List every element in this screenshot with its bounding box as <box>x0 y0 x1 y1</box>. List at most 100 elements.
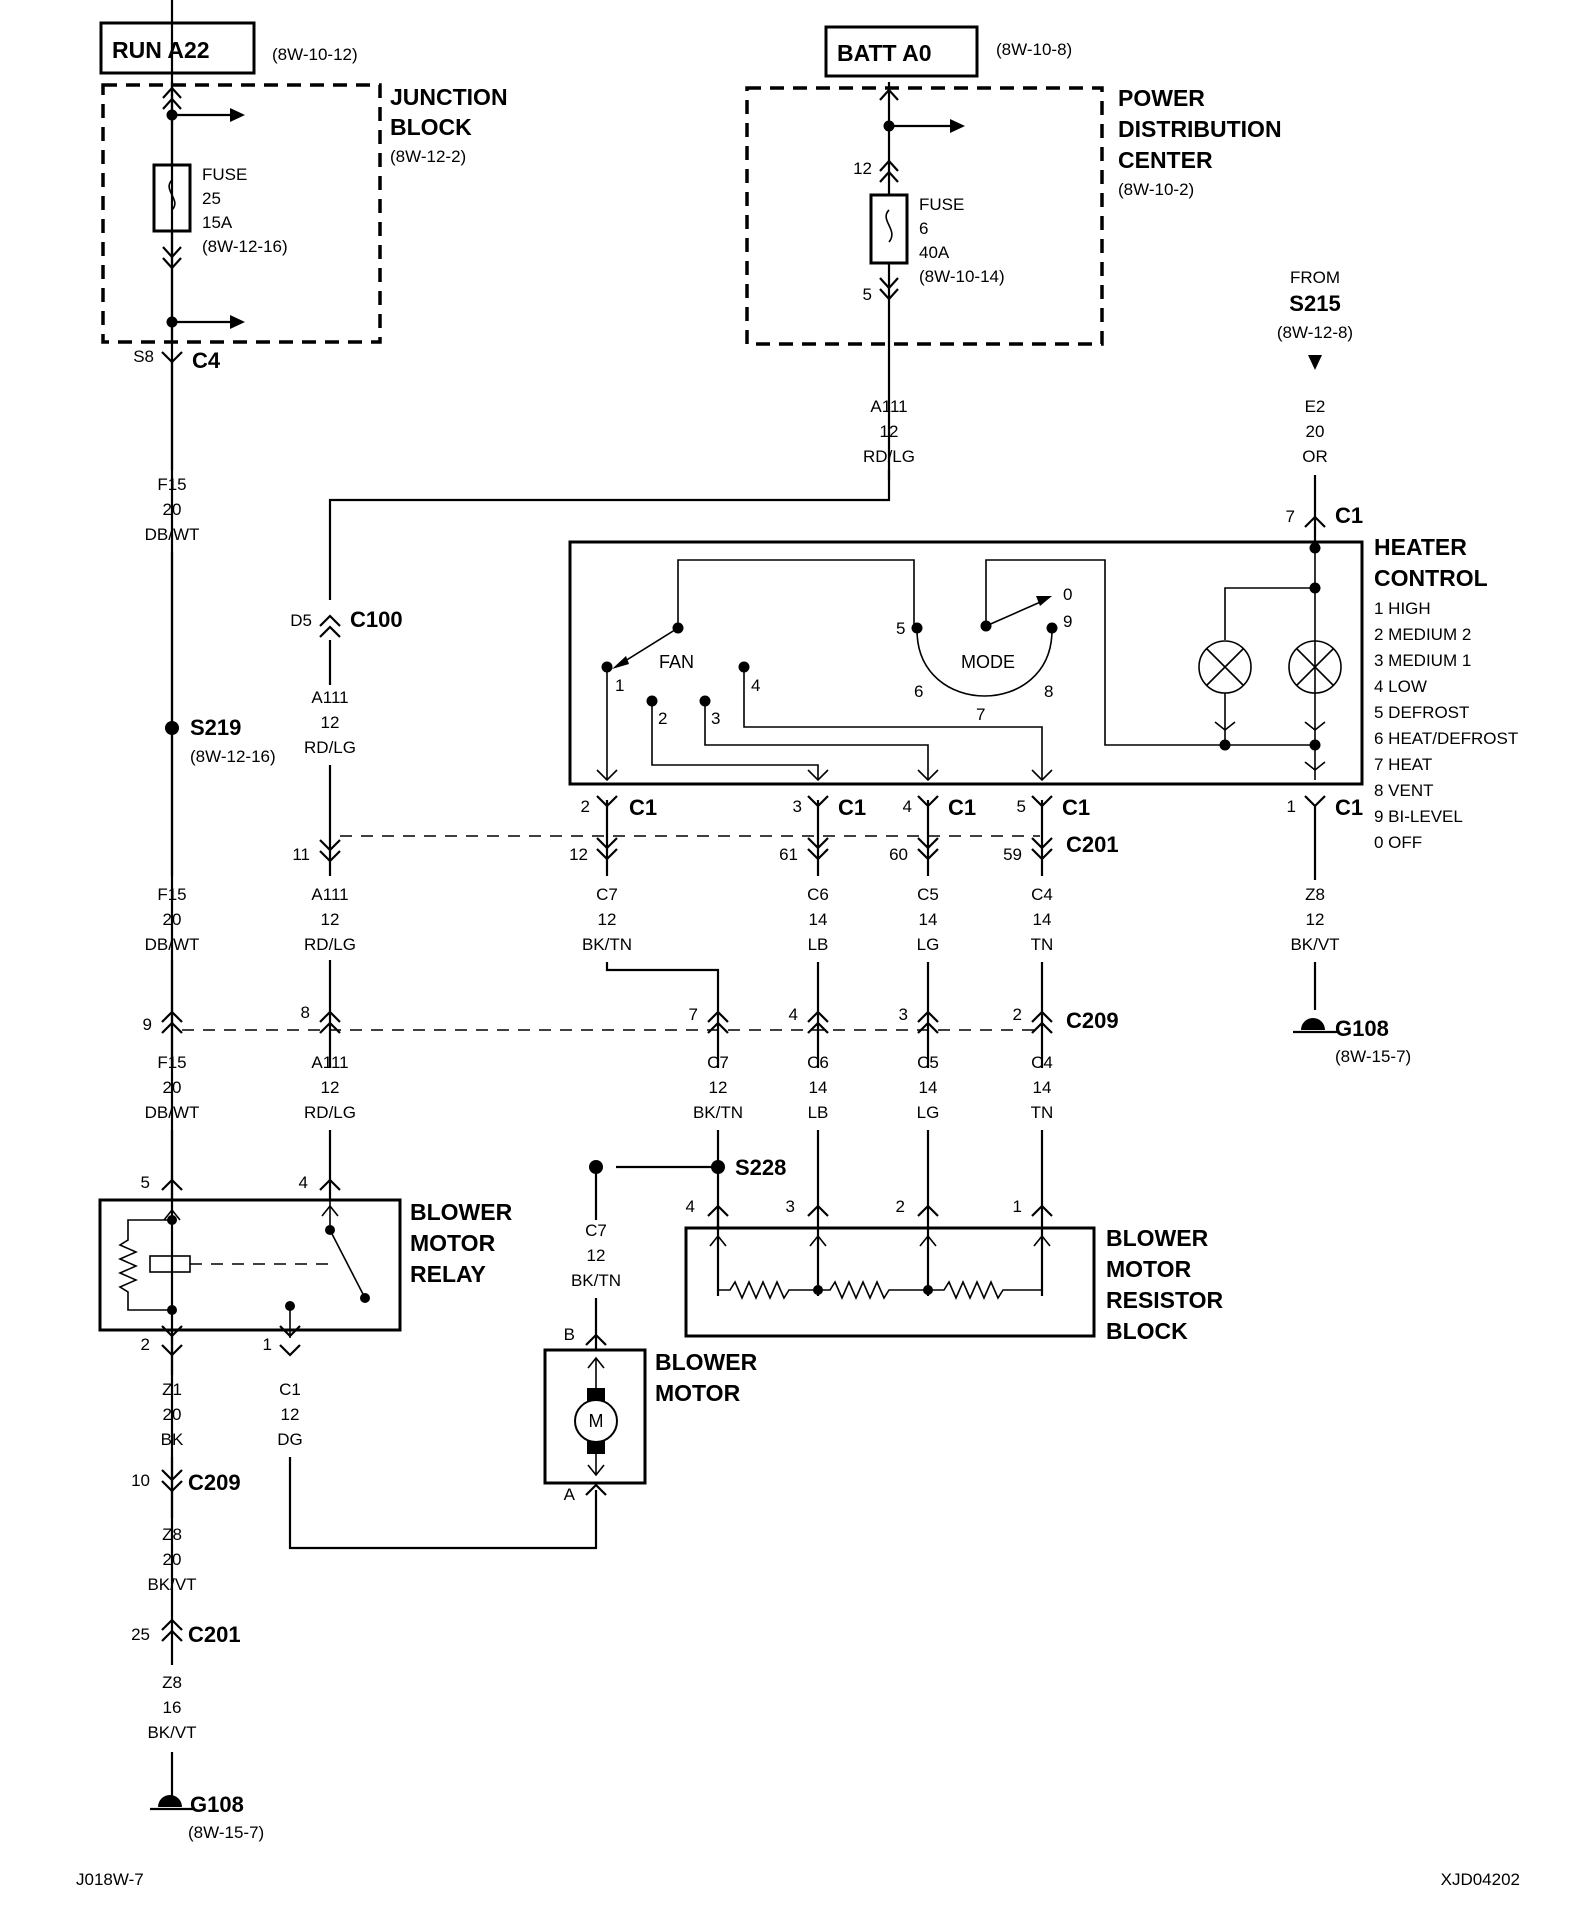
fan-pin-1: 1 <box>615 676 624 695</box>
run-a22-ref: (8W-10-12) <box>272 45 358 64</box>
fuse-25-line-3: 15A <box>202 213 233 232</box>
c7-c-3: BK/TN <box>571 1271 621 1290</box>
relay-pin-2: 2 <box>141 1335 150 1354</box>
resistor-block-outline <box>684 1226 1096 1338</box>
res-pin-2: 2 <box>896 1197 905 1216</box>
c5-b-3: LG <box>917 1103 940 1122</box>
c201-pin-61: 61 <box>779 845 798 864</box>
motor-icon <box>574 1399 618 1443</box>
a111-top-1: A111 <box>870 397 907 416</box>
resistor-block-title-1: BLOWER <box>1106 1225 1209 1251</box>
c5-a-1: C5 <box>917 885 939 904</box>
c7-a-3: BK/TN <box>582 935 632 954</box>
pdc-outline <box>745 86 1104 346</box>
e2-2: 20 <box>1306 422 1325 441</box>
c1-label-3: C1 <box>838 795 866 820</box>
c201-pin-12: 12 <box>569 845 588 864</box>
c1-top-label: C1 <box>1335 503 1363 528</box>
fuse-6-line-3: 40A <box>919 243 950 262</box>
a111-c100-3: RD/LG <box>304 738 356 757</box>
c5-a-2: 14 <box>919 910 938 929</box>
relay-pin-4: 4 <box>299 1173 308 1192</box>
fuse-6-body <box>869 193 909 265</box>
c209-pin-2: 2 <box>1013 1005 1022 1024</box>
a111-c-1: A111 <box>311 1053 348 1072</box>
relay-title-3: RELAY <box>410 1261 486 1287</box>
legend-1: 1 HIGH <box>1374 599 1431 618</box>
pdc-pin-top: 12 <box>853 159 872 178</box>
resistor-block-title-3: RESISTOR <box>1106 1287 1224 1313</box>
c4-a-3: TN <box>1031 935 1054 954</box>
pdc-pin-bottom: 5 <box>863 285 872 304</box>
z8-b-2: 16 <box>163 1698 182 1717</box>
s215-ref: (8W-12-8) <box>1277 323 1353 342</box>
footer-right-code: XJD04202 <box>1441 1870 1520 1889</box>
motor-symbol: M <box>589 1411 604 1431</box>
pdc-title-1: POWER <box>1118 85 1205 111</box>
c209-pin-3: 3 <box>899 1005 908 1024</box>
res-pin-4: 4 <box>686 1197 695 1216</box>
junction-block-ref: (8W-12-2) <box>390 147 466 166</box>
mode-pin-5: 5 <box>896 619 905 638</box>
batt-a0-box <box>824 25 979 78</box>
c1-pin-5: 5 <box>1017 797 1026 816</box>
lamp-2-icon <box>1288 640 1342 694</box>
heater-control-title-2: CONTROL <box>1374 565 1488 591</box>
relay-pin-1: 1 <box>263 1335 272 1354</box>
batt-a0-label: BATT A0 <box>837 40 932 66</box>
c209-pin-7: 7 <box>689 1005 698 1024</box>
c209-pin-9: 9 <box>143 1015 152 1034</box>
run-a22-box <box>99 21 256 75</box>
z8-b-3: BK/VT <box>147 1723 196 1742</box>
c7-a-1: C7 <box>596 885 618 904</box>
c5-b-2: 14 <box>919 1078 938 1097</box>
legend-9: 9 BI-LEVEL <box>1374 807 1463 826</box>
c201-pin-25: 25 <box>131 1625 150 1644</box>
mode-pin-9: 9 <box>1063 612 1072 631</box>
legend-4: 4 LOW <box>1374 677 1427 696</box>
z8-b-1: Z8 <box>162 1673 182 1692</box>
motor-pin-b: B <box>564 1325 575 1344</box>
fan-pin-4: 4 <box>751 676 760 695</box>
legend-7: 7 HEAT <box>1374 755 1432 774</box>
heater-control-legend: 1 HIGH 2 MEDIUM 2 3 MEDIUM 1 4 LOW 5 DEF… <box>1374 599 1518 852</box>
res-pin-3: 3 <box>786 1197 795 1216</box>
c6-b-3: LB <box>808 1103 829 1122</box>
c201-pin-60: 60 <box>889 845 908 864</box>
c7-a-2: 12 <box>598 910 617 929</box>
c100-label: C100 <box>350 607 403 632</box>
legend-2: 2 MEDIUM 2 <box>1374 625 1471 644</box>
s215-label: S215 <box>1289 291 1340 316</box>
mode-pin-6: 6 <box>914 682 923 701</box>
z8-right-1: Z8 <box>1305 885 1325 904</box>
pdc-title-2: DISTRIBUTION <box>1118 116 1282 142</box>
mode-pin-8: 8 <box>1044 682 1053 701</box>
c4-a-2: 14 <box>1033 910 1052 929</box>
a111-c-2: 12 <box>321 1078 340 1097</box>
c4-b-3: TN <box>1031 1103 1054 1122</box>
c4-a-1: C4 <box>1031 885 1053 904</box>
blower-motor-title-2: MOTOR <box>655 1380 741 1406</box>
junction-block-outline <box>101 83 382 344</box>
blower-motor-title-1: BLOWER <box>655 1349 758 1375</box>
a111-b-1: A111 <box>311 885 348 904</box>
a111-c-3: RD/LG <box>304 1103 356 1122</box>
mode-pin-0: 0 <box>1063 585 1072 604</box>
c1-label-4: C1 <box>948 795 976 820</box>
c5-b-1: C5 <box>917 1053 939 1072</box>
pdc-title-3: CENTER <box>1118 147 1213 173</box>
c1-label-1: C1 <box>1335 795 1363 820</box>
c201-label: C201 <box>1066 832 1119 857</box>
fuse-25-line-1: FUSE <box>202 165 247 184</box>
fuse-6-line-2: 6 <box>919 219 928 238</box>
resistor-block-title-2: MOTOR <box>1106 1256 1192 1282</box>
fan-pin-2: 2 <box>658 709 667 728</box>
s219-label: S219 <box>190 715 241 740</box>
g108-bottom-label: G108 <box>190 1792 244 1817</box>
c7-b-1: C7 <box>707 1053 729 1072</box>
relay-title-1: BLOWER <box>410 1199 513 1225</box>
footer-left-code: J018W-7 <box>76 1870 144 1889</box>
legend-5: 5 DEFROST <box>1374 703 1469 722</box>
fan-label: FAN <box>659 652 694 672</box>
c209-label: C209 <box>1066 1008 1119 1033</box>
